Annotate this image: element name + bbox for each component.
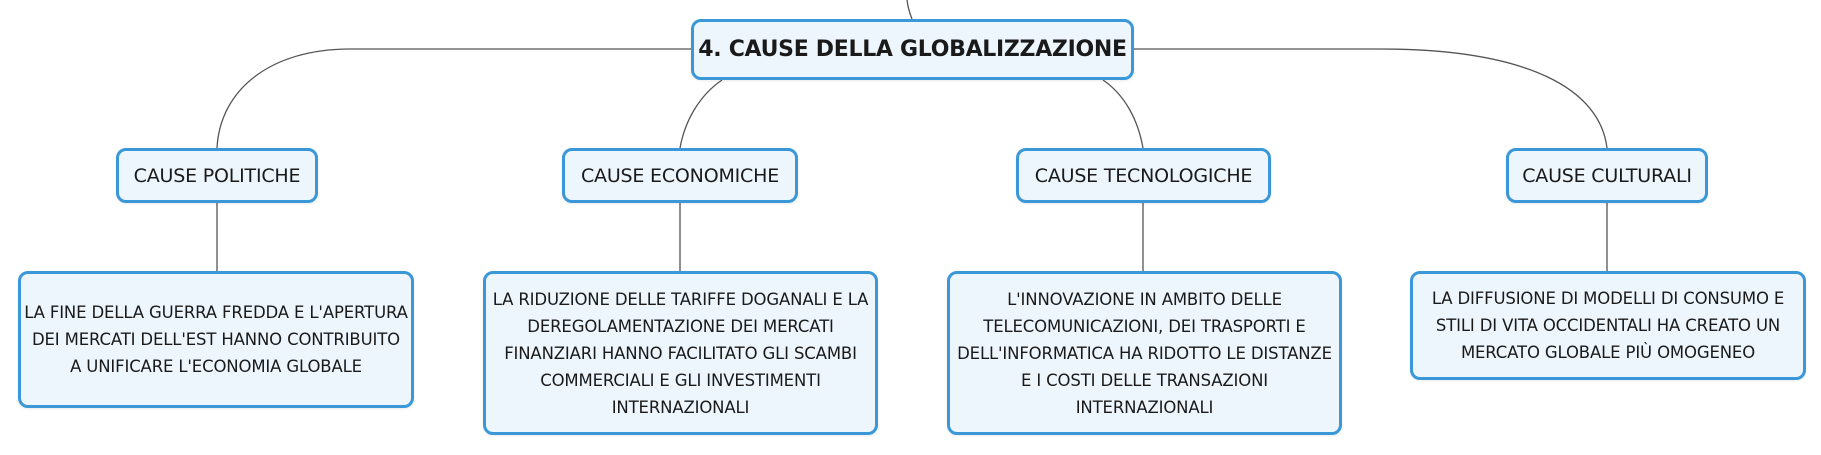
detail-node-politiche[interactable]: LA FINE DELLA GUERRA FREDDA E L'APERTURA… (18, 271, 414, 408)
branch-node-cause-culturali[interactable]: CAUSE CULTURALI (1506, 148, 1708, 203)
branch-label: CAUSE POLITICHE (133, 164, 301, 187)
detail-node-tecnologiche[interactable]: L'INNOVAZIONE IN AMBITO DELLE TELECOMUNI… (947, 271, 1342, 435)
branch-label: CAUSE CULTURALI (1522, 164, 1692, 187)
detail-node-culturali[interactable]: LA DIFFUSIONE DI MODELLI DI CONSUMO E ST… (1410, 271, 1806, 380)
connector-root-to-politiche (216, 48, 691, 149)
detail-text: LA FINE DELLA GUERRA FREDDA E L'APERTURA… (24, 303, 408, 376)
branch-label: CAUSE TECNOLOGICHE (1034, 164, 1253, 187)
branch-node-cause-politiche[interactable]: CAUSE POLITICHE (116, 148, 318, 203)
detail-node-economiche[interactable]: LA RIDUZIONE DELLE TARIFFE DOGANALI E LA… (483, 271, 878, 435)
detail-text: LA DIFFUSIONE DI MODELLI DI CONSUMO E ST… (1431, 289, 1785, 362)
branch-label: CAUSE ECONOMICHE (580, 164, 780, 187)
detail-text: L'INNOVAZIONE IN AMBITO DELLE TELECOMUNI… (957, 289, 1332, 417)
detail-text: LA RIDUZIONE DELLE TARIFFE DOGANALI E LA… (492, 289, 869, 417)
connector-root-to-culturali (1134, 48, 1608, 149)
connector-root-to-tecnologiche (1102, 79, 1144, 149)
connector-parent-to-root (906, 0, 913, 20)
branch-node-cause-economiche[interactable]: CAUSE ECONOMICHE (562, 148, 798, 203)
connector-root-to-economiche (679, 79, 723, 149)
branch-node-cause-tecnologiche[interactable]: CAUSE TECNOLOGICHE (1016, 148, 1271, 203)
root-title: 4. CAUSE DELLA GLOBALIZZAZIONE (698, 37, 1127, 62)
root-node[interactable]: 4. CAUSE DELLA GLOBALIZZAZIONE (691, 19, 1134, 80)
